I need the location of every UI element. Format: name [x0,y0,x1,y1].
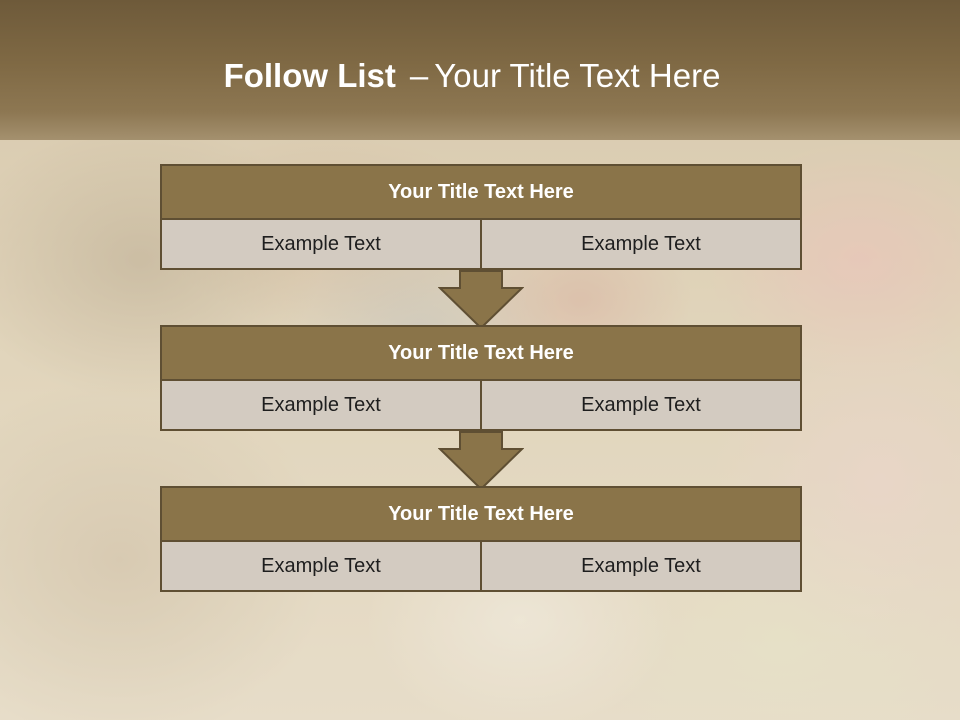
down-arrow-icon [438,270,524,330]
block-title: Your Title Text Here [160,164,802,220]
block-row: Example Text Example Text [160,542,802,592]
slide-title: Follow List–Your Title Text Here [0,56,944,96]
down-arrow-icon [438,431,524,491]
block-cell-right: Example Text [482,220,802,270]
block-cell-right: Example Text [482,542,802,592]
list-block-2: Your Title Text Here Example Text Exampl… [160,325,802,431]
block-row: Example Text Example Text [160,381,802,431]
block-cell-left: Example Text [160,381,482,431]
block-title: Your Title Text Here [160,486,802,542]
title-rest: Your Title Text Here [434,57,721,94]
block-cell-left: Example Text [160,542,482,592]
block-row: Example Text Example Text [160,220,802,270]
title-separator: – [409,57,429,94]
title-band: Follow List–Your Title Text Here [0,0,960,140]
title-bold: Follow List [223,57,396,94]
block-cell-left: Example Text [160,220,482,270]
block-title: Your Title Text Here [160,325,802,381]
block-cell-right: Example Text [482,381,802,431]
list-block-1: Your Title Text Here Example Text Exampl… [160,164,802,270]
list-block-3: Your Title Text Here Example Text Exampl… [160,486,802,592]
